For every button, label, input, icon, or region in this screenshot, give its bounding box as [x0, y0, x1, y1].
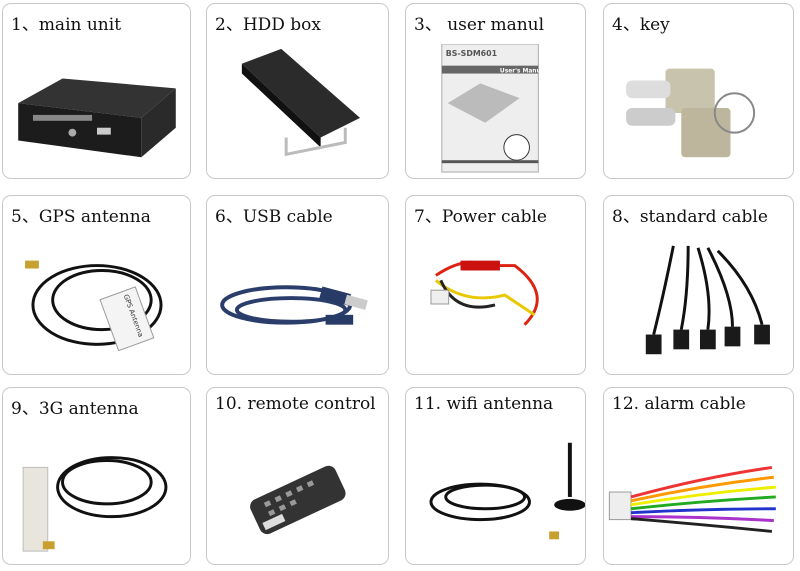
item-label: 6、USB cable [215, 207, 333, 227]
usb-cable-image [207, 236, 388, 370]
alarm-cable-image [604, 428, 793, 560]
main-unit-image [3, 44, 190, 174]
item-alarm-cable: 12. alarm cable [603, 387, 794, 565]
item-3g-antenna: 9、3G antenna [2, 387, 191, 565]
item-main-unit: 1、main unit [2, 3, 191, 179]
key-image [604, 44, 793, 174]
power-cable-image [406, 236, 585, 370]
item-wifi-antenna: 11. wifi antenna [405, 387, 586, 565]
item-power-cable: 7、Power cable [405, 195, 586, 375]
item-hdd-box: 2、HDD box [206, 3, 389, 179]
3g-antenna-image [3, 428, 190, 560]
item-label: 7、Power cable [414, 207, 547, 227]
item-gps-antenna: 5、GPS antenna GPS Antenna [2, 195, 191, 375]
manual-title: BS-SDM601 [446, 49, 497, 58]
remote-control-image [207, 428, 388, 560]
item-key: 4、key [603, 3, 794, 179]
item-label: 1、main unit [11, 15, 122, 35]
item-label: 12. alarm cable [612, 394, 746, 414]
gps-antenna-image: GPS Antenna [3, 236, 190, 370]
item-usb-cable: 6、USB cable [206, 195, 389, 375]
item-label: 3、 user manul [414, 15, 545, 35]
hdd-box-image [207, 44, 388, 174]
item-standard-cable: 8、standard cable [603, 195, 794, 375]
item-remote-control: 10. remote control [206, 387, 389, 565]
standard-cable-image [604, 236, 793, 370]
item-label: 4、key [612, 15, 670, 35]
item-label: 10. remote control [215, 394, 376, 414]
item-label: 11. wifi antenna [414, 394, 554, 414]
manual-subtitle: User's Manual [500, 69, 547, 75]
item-label: 8、standard cable [612, 207, 768, 227]
item-label: 5、GPS antenna [11, 207, 151, 227]
item-label: 9、3G antenna [11, 399, 139, 419]
item-label: 2、HDD box [215, 15, 322, 35]
wifi-antenna-image [406, 428, 586, 560]
